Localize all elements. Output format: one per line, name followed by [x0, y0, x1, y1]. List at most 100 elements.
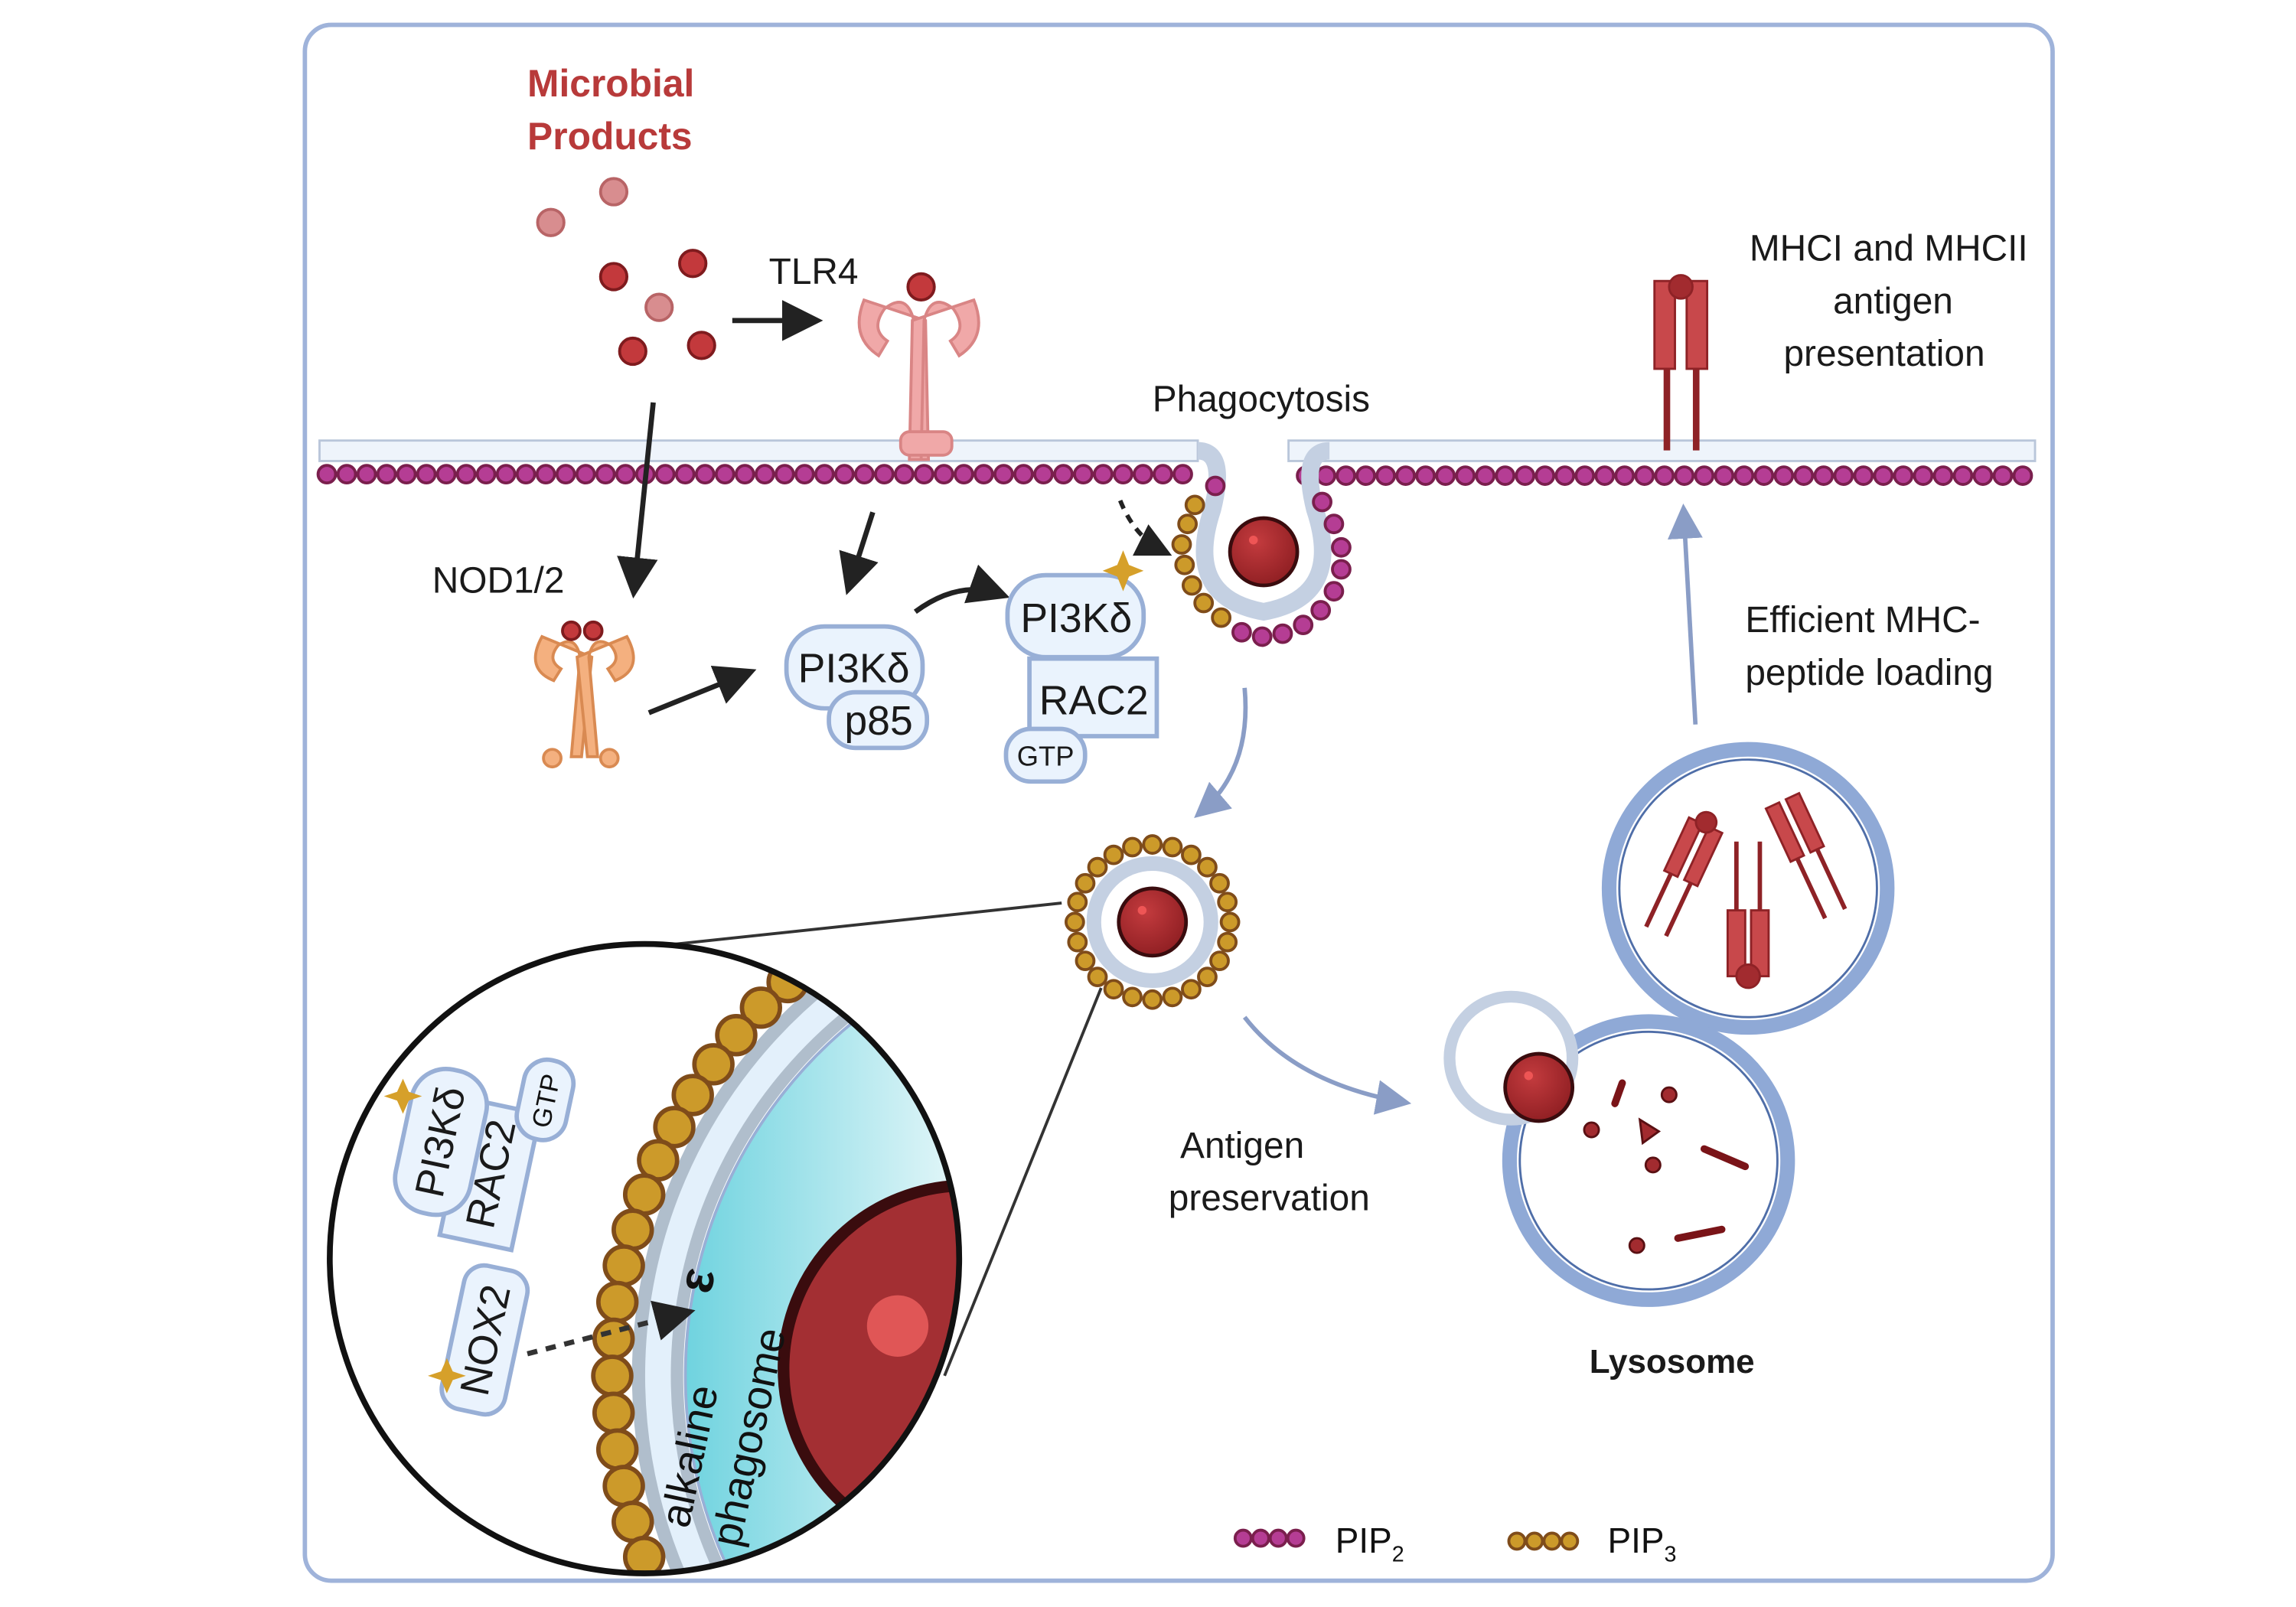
arrow-to-surface: [1667, 503, 1703, 725]
tlr4-receptor-icon: [857, 272, 980, 461]
pi3k-p85-complex: PI3Kδ p85: [784, 624, 930, 751]
pip2-bead: [1205, 475, 1226, 497]
pip2-bead: [356, 464, 377, 485]
arrow-to-pi3k-rac2: [913, 564, 1010, 614]
pip2-bead: [1554, 465, 1576, 486]
pip2-bead: [1992, 465, 2014, 486]
pip2-bead: [1813, 465, 1835, 486]
pip2-bead: [2012, 465, 2033, 486]
pip2-bead: [1113, 464, 1133, 485]
pip2-bead: [1073, 464, 1094, 485]
pip3-bead: [1197, 966, 1218, 988]
pip3-bead: [1142, 989, 1163, 1010]
pip2-bead: [1336, 465, 1356, 486]
pip2-bead: [1873, 465, 1894, 486]
pip3-bead: [1162, 836, 1183, 858]
p85-label: p85: [844, 699, 912, 744]
pi3k-rac2-complex: RAC2 PI3Kδ GTP: [1003, 550, 1159, 784]
pip3-bead: [1103, 844, 1124, 865]
pip2-bead: [694, 464, 716, 485]
pip2-bead: [1594, 465, 1616, 486]
pip2-bead: [1495, 465, 1516, 486]
pip2-bead: [1251, 626, 1273, 647]
legend-pip2-bead: [1268, 1528, 1288, 1548]
pip2-bead: [1455, 465, 1476, 486]
pip2-bead: [1395, 465, 1416, 486]
pip3-bead: [1087, 966, 1108, 988]
phosphate-star-icon: [1102, 550, 1144, 592]
microbial-products-label-2: Products: [527, 115, 692, 158]
pip2-bead: [1773, 465, 1795, 486]
phagocytosis-label: Phagocytosis: [1153, 379, 1370, 419]
pip2-bead: [1574, 465, 1596, 486]
pip2-bead: [1415, 465, 1437, 486]
legend-pip3-swatch: [1507, 1531, 1580, 1551]
pip2-bead: [1952, 465, 1974, 486]
pip2-bead: [1793, 465, 1815, 486]
pip3-bead: [1219, 911, 1241, 933]
pip3-bead: [1122, 986, 1143, 1008]
pip3-bead: [602, 1465, 645, 1508]
pip2-bead: [1753, 465, 1775, 486]
pip2-bead: [1033, 464, 1054, 485]
pip3-bead: [1217, 931, 1238, 953]
pip2-bead: [833, 464, 855, 485]
dashed-arrow-to-cup: [1117, 500, 1172, 556]
pip2-bead: [1323, 581, 1345, 602]
pip2-bead: [1312, 491, 1332, 513]
phagosome: [1064, 834, 1241, 1010]
pip2-bead: [1614, 465, 1636, 486]
pip2-bead: [336, 464, 357, 485]
pip2-bead: [455, 464, 477, 485]
pip2-bead: [1323, 513, 1345, 535]
pip2-bead: [714, 464, 735, 485]
pip3-bead: [1067, 892, 1088, 913]
pi3k-box: [393, 1066, 490, 1217]
tlr4-label: TLR4: [769, 252, 859, 292]
pip2-bead: [893, 464, 915, 485]
legend-pip3-bead: [1560, 1531, 1580, 1551]
pip3-bead: [612, 1500, 654, 1543]
nox2-box: [439, 1263, 530, 1417]
pip3-bead: [1177, 513, 1199, 535]
pi3k-label-2: PI3Kδ: [1020, 596, 1132, 641]
phosphate-star-icon: [383, 1078, 422, 1114]
pip2-bead: [1316, 465, 1336, 486]
pip2-bead: [1153, 464, 1173, 485]
pip3-bead: [1211, 607, 1232, 628]
legend-pip2-swatch: [1233, 1528, 1306, 1548]
antigen-label-1: Antigen: [1180, 1126, 1304, 1166]
pip2-bead: [1013, 464, 1034, 485]
mhc-surface-icon: [1653, 274, 1709, 451]
mhc-label-2: antigen: [1833, 281, 1953, 321]
pip3-bead: [1064, 911, 1085, 933]
pip2-bead: [1694, 465, 1715, 486]
pip2-bead: [1272, 623, 1293, 644]
pip2-bead: [1133, 464, 1153, 485]
pip3-bead: [592, 1391, 635, 1434]
pip2-bead: [1833, 465, 1854, 486]
pip2-bead: [515, 464, 536, 485]
microbial-particles: [536, 177, 716, 367]
pip2-bead: [316, 464, 338, 485]
pip2-bead: [1733, 465, 1755, 486]
pip2-bead: [1053, 464, 1074, 485]
pip2-bead: [1310, 600, 1332, 621]
efficient-label-1: Efficient MHC-: [1745, 600, 1980, 641]
mhc-vesicle: [1601, 742, 1895, 1035]
zoom-line-bottom: [943, 987, 1103, 1377]
legend-pip2-bead: [1233, 1528, 1253, 1548]
arrow-to-nod: [617, 402, 658, 599]
microbial-products-label: Microbial: [527, 62, 694, 105]
pip2-bead: [814, 464, 835, 485]
gtp-label: GTP: [1017, 740, 1075, 771]
pip3-bead: [1075, 872, 1096, 894]
pip2-bead: [1172, 464, 1193, 485]
legend-pip3-bead: [1525, 1531, 1544, 1551]
pip2-bead: [396, 464, 417, 485]
pip2-bead: [1375, 465, 1396, 486]
plasma-membrane: [316, 439, 2037, 486]
efficient-label-2: peptide loading: [1745, 653, 1993, 693]
pip3-bead: [1087, 856, 1108, 878]
